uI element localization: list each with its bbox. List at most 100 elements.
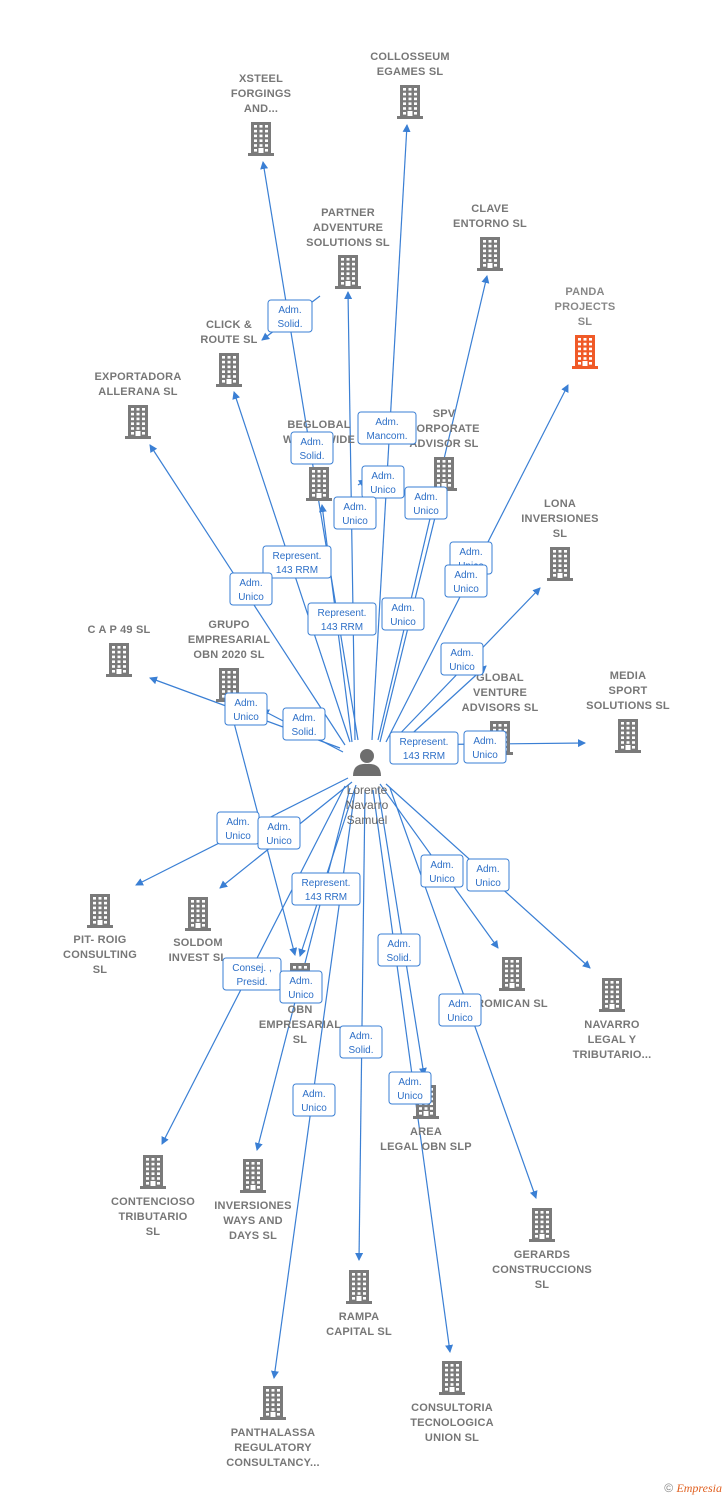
company-label: CLICK & bbox=[206, 319, 252, 331]
edge-25 bbox=[372, 789, 454, 1353]
company-label: FORGINGS bbox=[231, 88, 291, 100]
role-text: Unico bbox=[453, 584, 479, 595]
role-badge: Adm. Solid. bbox=[377, 933, 421, 967]
role-badge: Adm.Unico bbox=[420, 854, 464, 888]
company-label: ALLERANA SL bbox=[98, 386, 177, 398]
role-text: Unico bbox=[225, 831, 251, 842]
edge-16 bbox=[298, 784, 357, 957]
company-label: CONSTRUCCIONS bbox=[492, 1264, 592, 1276]
building-icon bbox=[346, 1270, 372, 1304]
company-label: SOLUTIONS SL bbox=[306, 237, 390, 249]
company-label: CONTENCIOSO bbox=[111, 1196, 195, 1208]
company-node-romican[interactable]: ROMICAN SL bbox=[476, 957, 548, 1010]
role-badge: Adm.Unico bbox=[404, 486, 448, 520]
role-text: Unico bbox=[472, 750, 498, 761]
role-text: Solid. bbox=[386, 953, 411, 964]
building-icon bbox=[599, 978, 625, 1012]
company-label: RAMPA bbox=[339, 1311, 380, 1323]
role-text: Represent. bbox=[400, 737, 449, 748]
role-badge: Represent.143 RRM bbox=[262, 545, 332, 579]
role-text: Adm. bbox=[289, 976, 312, 987]
company-label: WAYS AND bbox=[223, 1215, 282, 1227]
role-text: Unico bbox=[475, 878, 501, 889]
company-label: ADVISOR SL bbox=[409, 438, 478, 450]
role-text: Unico bbox=[429, 874, 455, 885]
company-label: CONSULTING bbox=[63, 949, 137, 961]
company-label: SL bbox=[93, 964, 108, 976]
company-node-click[interactable]: CLICK &ROUTE SL bbox=[200, 319, 257, 387]
role-badge: Adm.Unico bbox=[463, 730, 507, 764]
company-node-xsteel[interactable]: XSTEELFORGINGSAND... bbox=[231, 73, 291, 156]
role-text: Solid. bbox=[348, 1045, 373, 1056]
company-node-cap49[interactable]: C A P 49 SL bbox=[88, 624, 151, 677]
role-text: Adm. bbox=[387, 939, 410, 950]
copyright-footer: © Empresia bbox=[664, 1481, 722, 1496]
company-label: SL bbox=[578, 316, 593, 328]
edge-22 bbox=[389, 787, 538, 1199]
building-icon bbox=[615, 719, 641, 753]
role-text: Adm. bbox=[343, 502, 366, 513]
role-text: Unico bbox=[233, 712, 259, 723]
role-text: Represent. bbox=[318, 608, 367, 619]
company-label: AREA bbox=[410, 1126, 442, 1138]
company-label: GRUPO bbox=[208, 619, 250, 631]
company-label: SL bbox=[146, 1226, 161, 1238]
building-icon bbox=[106, 643, 132, 677]
role-text: 143 RRM bbox=[276, 565, 318, 576]
role-text: Unico bbox=[413, 506, 439, 517]
building-icon bbox=[572, 335, 598, 369]
building-icon bbox=[397, 85, 423, 119]
role-badge: Adm.Solid. bbox=[267, 299, 313, 333]
role-text: Adm. bbox=[371, 471, 394, 482]
role-text: Adm. bbox=[239, 578, 262, 589]
building-icon bbox=[499, 957, 525, 991]
role-text: Unico bbox=[301, 1103, 327, 1114]
company-label: INVEST SL bbox=[169, 952, 228, 964]
company-label: CONSULTORIA bbox=[411, 1402, 493, 1414]
building-icon bbox=[216, 353, 242, 387]
edge-19 bbox=[377, 787, 427, 1076]
brand-logo-text: Empresia bbox=[676, 1481, 722, 1495]
building-icon bbox=[439, 1361, 465, 1395]
role-badge: Adm.Unico bbox=[216, 811, 260, 845]
role-badge: Represent.143 RRM bbox=[291, 872, 361, 906]
role-text: Adm. bbox=[476, 864, 499, 875]
building-icon bbox=[185, 897, 211, 931]
company-label: PANDA bbox=[565, 286, 604, 298]
company-label: EMPRESARIAL bbox=[188, 634, 270, 646]
company-label: MEDIA bbox=[610, 670, 646, 682]
company-label: SPV bbox=[433, 408, 456, 420]
role-text: Adm. bbox=[234, 698, 257, 709]
company-label: LONA bbox=[544, 498, 576, 510]
company-node-panthalassa[interactable]: PANTHALASSAREGULATORYCONSULTANCY... bbox=[226, 1386, 320, 1469]
role-text: Unico bbox=[342, 516, 368, 527]
building-icon bbox=[87, 894, 113, 928]
role-text: Unico bbox=[288, 990, 314, 1001]
company-label: TECNOLOGICA bbox=[410, 1417, 493, 1429]
person-icon bbox=[353, 749, 381, 776]
company-label: ADVISORS SL bbox=[462, 702, 539, 714]
role-text: Adm. bbox=[454, 570, 477, 581]
company-label: CLAVE bbox=[471, 203, 508, 215]
company-label: ROMICAN SL bbox=[476, 998, 548, 1010]
company-label: SL bbox=[553, 528, 568, 540]
edge-23 bbox=[355, 789, 366, 1261]
